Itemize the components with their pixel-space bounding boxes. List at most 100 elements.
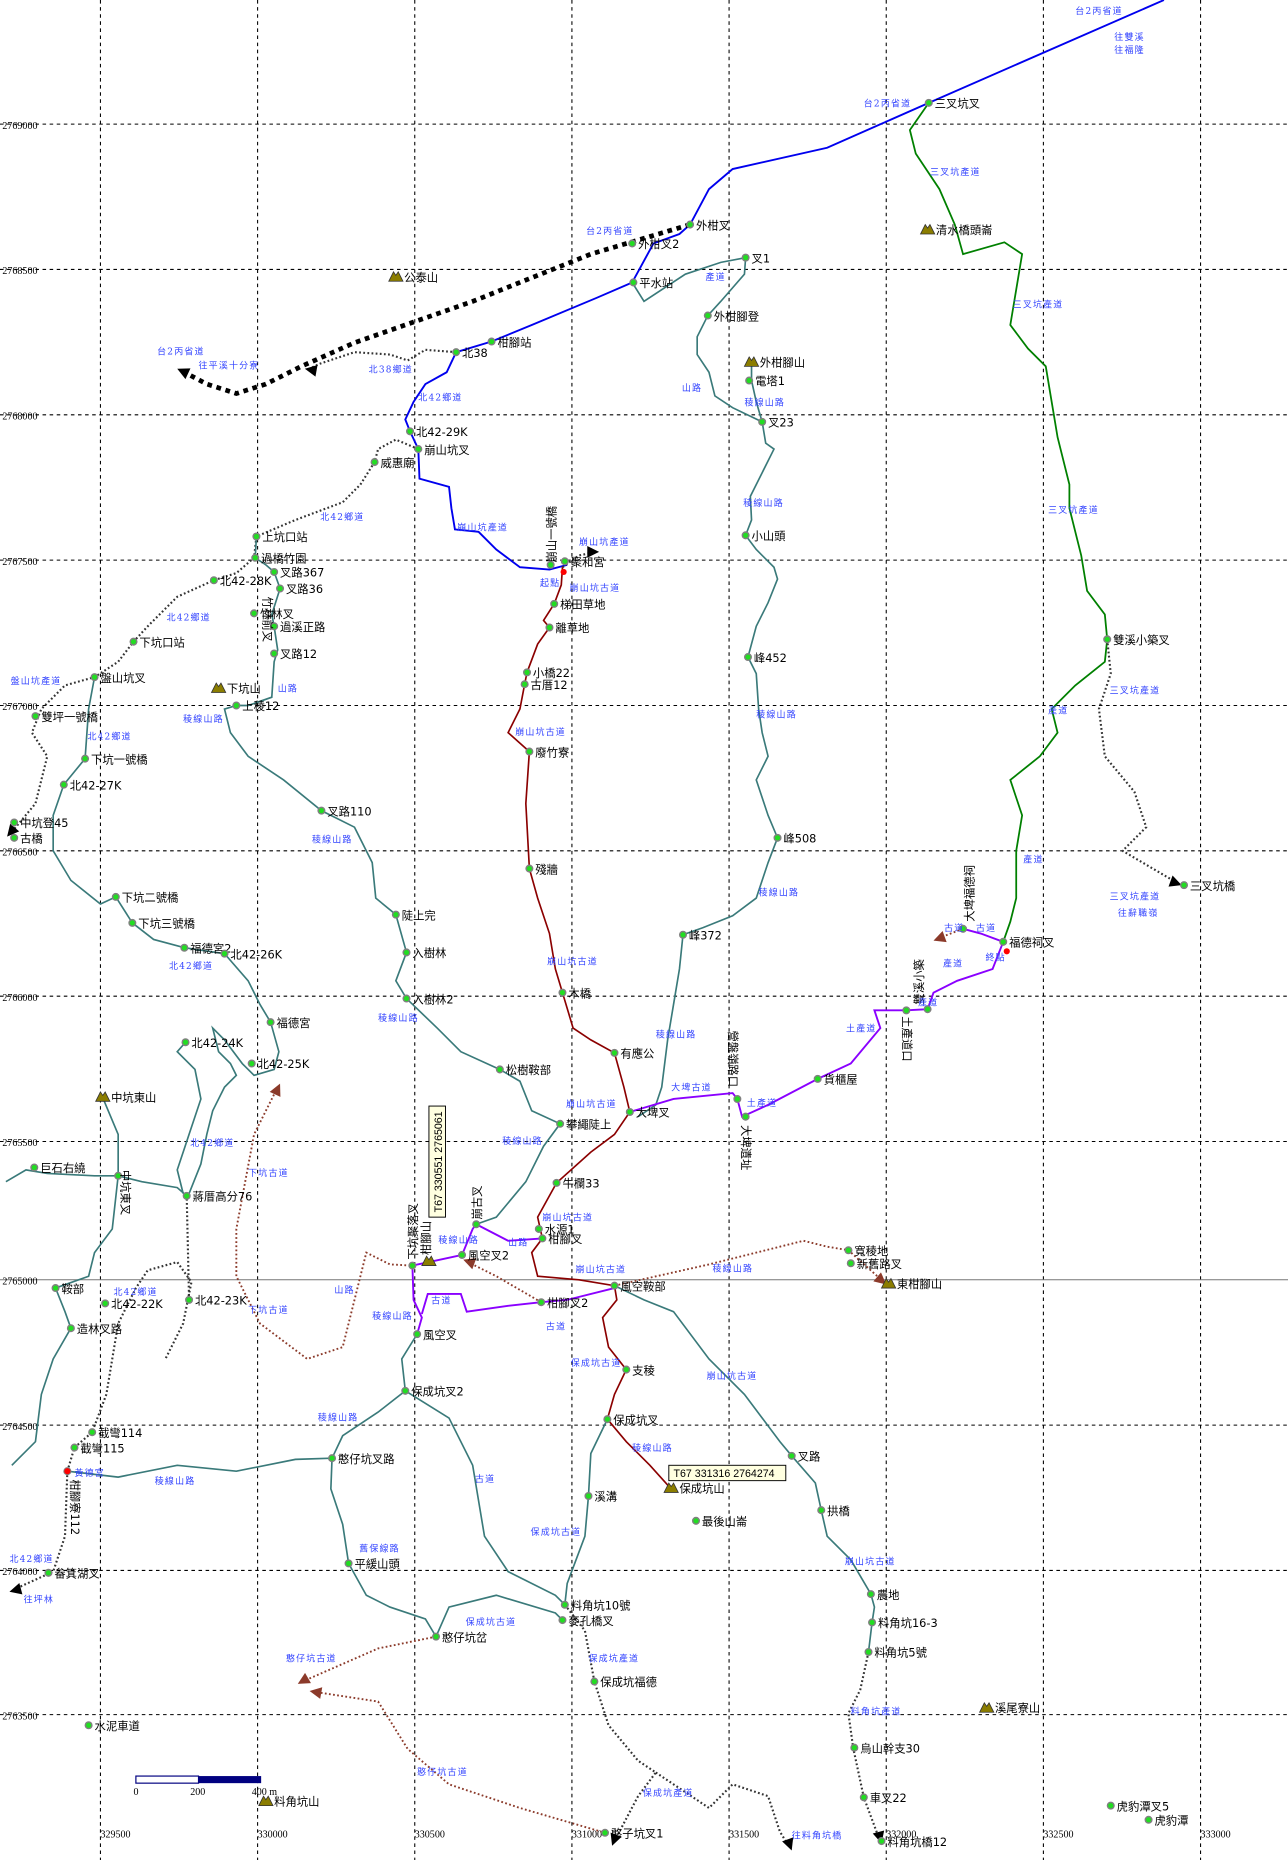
waypoint[interactable]: 平水站: [629, 276, 673, 290]
waypoint[interactable]: 廢竹寮: [525, 745, 569, 759]
waypoint[interactable]: 入樹林2: [402, 992, 454, 1006]
waypoint[interactable]: 北42-23K: [185, 1294, 247, 1308]
peak[interactable]: 外柑腳山: [743, 355, 805, 369]
waypoint[interactable]: 北42-26K: [220, 947, 283, 961]
waypoint[interactable]: 中坑登45: [10, 816, 69, 830]
waypoint[interactable]: 虎豹潭: [1144, 1814, 1188, 1828]
trail-xigou[interactable]: [564, 1418, 609, 1605]
old-trail-ganjiao[interactable]: [469, 1262, 542, 1304]
waypoint[interactable]: 三叉坑叉: [924, 97, 980, 111]
peak[interactable]: 中坑東山: [95, 1090, 157, 1104]
waypoint[interactable]: 水源1: [534, 1223, 575, 1237]
waypoint[interactable]: 威惠廟: [370, 456, 414, 470]
waypoint[interactable]: 古厝12: [520, 678, 568, 692]
waypoint[interactable]: 虎豹潭叉5: [1106, 1799, 1169, 1813]
waypoint[interactable]: 上坑口站: [252, 530, 308, 544]
waypoint[interactable]: 北38: [452, 346, 488, 360]
waypoint[interactable]: 叉路: [787, 1450, 821, 1464]
waypoint[interactable]: 柑腳叉2: [537, 1296, 588, 1310]
waypoint[interactable]: 叉路110: [317, 804, 372, 818]
peak[interactable]: 溪尾寮山: [978, 1701, 1041, 1715]
trail-old-road[interactable]: [404, 1390, 566, 1606]
waypoint[interactable]: 叉23: [758, 416, 794, 430]
farm-road-sanchakeng-dotted[interactable]: [1097, 639, 1178, 884]
waypoint[interactable]: 料角坑16-3: [868, 1616, 938, 1630]
old-road-loop[interactable]: [420, 1287, 615, 1315]
waypoint[interactable]: 料角坑橋12: [877, 1835, 947, 1849]
ridge-trail-central[interactable]: [223, 536, 562, 1226]
waypoint[interactable]: 下坑一號橋: [81, 752, 148, 766]
path-fengkong-loop[interactable]: [411, 1265, 423, 1335]
waypoint[interactable]: 過溪正路: [270, 620, 326, 634]
waypoint[interactable]: 水泥車道: [84, 1719, 140, 1733]
waypoint-vertical[interactable]: 竹林前叉: [261, 597, 275, 642]
waypoint[interactable]: 平緩山頭: [344, 1557, 400, 1571]
ridge-trail-east-ganjiao[interactable]: [614, 1239, 885, 1287]
waypoint[interactable]: 聚和宮: [560, 555, 605, 569]
waypoint-vertical[interactable]: 下坑聚落叉: [406, 1203, 420, 1270]
waypoint[interactable]: 溪溝: [584, 1490, 617, 1504]
waypoint[interactable]: 巨石右繞: [30, 1161, 86, 1175]
waypoint[interactable]: 入樹林: [402, 946, 446, 960]
waypoint[interactable]: 外柑叉2: [628, 237, 679, 251]
path-pingshui[interactable]: [631, 256, 764, 424]
waypoint[interactable]: 北42-22K: [101, 1297, 163, 1311]
waypoint[interactable]: 北42-28K: [209, 574, 272, 588]
waypoint[interactable]: 有應公: [610, 1047, 654, 1061]
waypoint[interactable]: 貨櫃屋: [813, 1073, 858, 1087]
trail-hanzaikeng[interactable]: [330, 1333, 564, 1639]
waypoint-vertical[interactable]: 營盤嶺路口: [726, 1030, 742, 1103]
marker-end[interactable]: 終點: [985, 948, 1010, 964]
waypoint[interactable]: 憨仔坑岔: [432, 1630, 488, 1644]
waypoint[interactable]: 車叉22: [859, 1791, 907, 1805]
waypoint[interactable]: 大埤叉: [625, 1106, 670, 1120]
waypoint[interactable]: 新舊路叉: [846, 1257, 902, 1271]
farm-road-baochengkeng[interactable]: [563, 1604, 658, 1842]
waypoint[interactable]: 柑腳站: [487, 335, 531, 349]
waypoint[interactable]: 保成坑叉2: [401, 1385, 464, 1399]
waypoint[interactable]: 木橋: [558, 986, 591, 1000]
waypoint[interactable]: 烏山幹支30: [850, 1741, 920, 1755]
waypoint[interactable]: 風空鞍部: [610, 1279, 666, 1293]
waypoint[interactable]: 拱橋: [817, 1504, 850, 1518]
waypoint-vertical[interactable]: 大埤遺址: [739, 1112, 753, 1170]
old-trail-xiakeng[interactable]: [235, 1086, 413, 1360]
path-bei42-23k[interactable]: [185, 1195, 191, 1300]
waypoint[interactable]: 叉路12: [270, 647, 317, 661]
peak[interactable]: 清水橋頭崙: [919, 223, 994, 237]
waypoint[interactable]: 寬稜地: [844, 1244, 888, 1258]
waypoint[interactable]: 料角坑10號: [560, 1598, 631, 1612]
waypoint[interactable]: 外柑腳登: [703, 309, 760, 323]
waypoint[interactable]: 畚箕湖叉: [44, 1567, 100, 1581]
road-bei42-north[interactable]: [10, 438, 419, 833]
waypoint[interactable]: 下坑口站: [129, 635, 185, 649]
waypoint[interactable]: 下坑三號橋: [128, 917, 195, 931]
waypoint[interactable]: 福德宮: [266, 1016, 311, 1030]
waypoint[interactable]: 北42-25K: [247, 1057, 310, 1071]
old-trail-hanzaikeng[interactable]: [302, 1635, 437, 1683]
waypoint[interactable]: 福德祠叉: [999, 936, 1055, 950]
waypoint-vertical[interactable]: 大埤福德祠: [959, 865, 977, 933]
road-bei42-far-west[interactable]: [5, 1169, 188, 1197]
waypoint[interactable]: 小橋22: [522, 666, 570, 680]
waypoint[interactable]: 電塔1: [745, 374, 785, 388]
waypoint[interactable]: 北42-29K: [406, 425, 468, 439]
waypoint[interactable]: 保成坑叉: [603, 1413, 659, 1427]
waypoint[interactable]: 梯田草地: [550, 598, 606, 612]
marker-start[interactable]: 起點: [540, 568, 567, 589]
old-trail-bengshankeng[interactable]: [507, 567, 672, 1490]
waypoint[interactable]: 攀繩陡上: [556, 1118, 612, 1132]
waypoint[interactable]: 麥孔橋叉: [558, 1614, 614, 1628]
path-ganjiaoliao[interactable]: [13, 1471, 69, 1591]
marker-temple[interactable]: 黃德宮: [64, 1467, 105, 1479]
waypoint[interactable]: 峰372: [678, 928, 722, 942]
waypoint[interactable]: 陡上完: [391, 908, 436, 922]
waypoint[interactable]: 料角坑5號: [864, 1646, 927, 1660]
waypoint[interactable]: 上稜12: [232, 699, 279, 713]
waypoint[interactable]: 最後山崙: [691, 1515, 748, 1529]
waypoint[interactable]: 古橋: [10, 832, 43, 846]
waypoint[interactable]: 蔣厝高分76: [182, 1190, 252, 1204]
waypoint[interactable]: 支稜: [622, 1363, 655, 1377]
farm-road-liaojiaokeng[interactable]: [847, 1651, 881, 1840]
waypoint[interactable]: 竹林叉: [250, 607, 294, 621]
